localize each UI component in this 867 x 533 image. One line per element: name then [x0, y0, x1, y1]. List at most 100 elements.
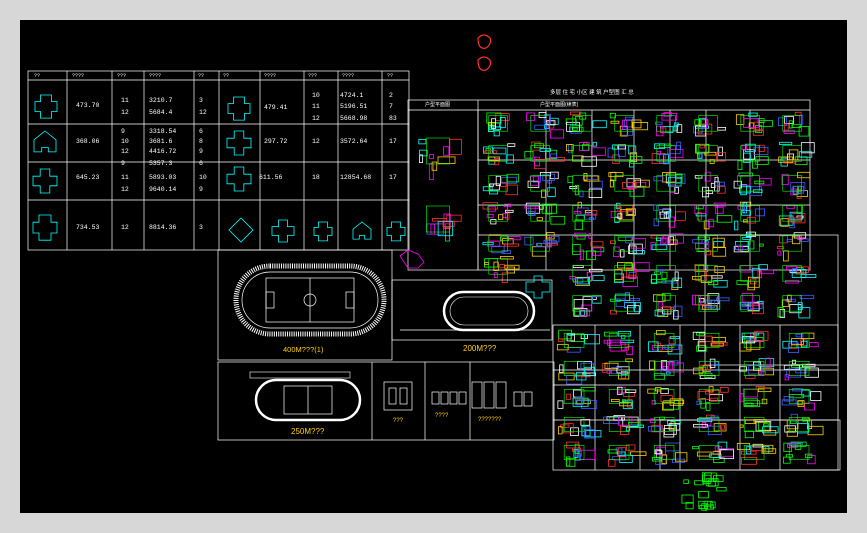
floor-plan-room	[694, 243, 709, 250]
row1-right-level: 12	[312, 115, 320, 122]
floor-plan-room	[585, 430, 602, 438]
floor-plan-room	[622, 276, 638, 287]
row1-left-count: 12	[199, 109, 207, 116]
floor-plan-room	[696, 345, 707, 352]
cad-model-space[interactable]: ?????????????????????????????? 473.70 11…	[20, 20, 847, 513]
floor-plan-room	[426, 223, 444, 235]
floor-plan-room	[705, 249, 711, 256]
floor-plan-room	[699, 118, 706, 128]
floor-plan-wall	[608, 416, 630, 432]
track-250-frame	[217, 361, 555, 441]
site-plan-block	[709, 501, 716, 509]
floor-plan-room	[807, 425, 824, 436]
floor-plan-wall	[530, 145, 550, 162]
floor-plan-room	[752, 443, 764, 448]
row3-left-level: 12	[121, 186, 129, 193]
floor-plan-room	[590, 241, 604, 247]
floor-plan-room	[584, 333, 600, 345]
row3-left-count: 9	[199, 186, 203, 193]
floor-plan-room	[781, 173, 789, 185]
floor-plan-room	[630, 155, 643, 164]
floor-plan-room	[733, 180, 742, 189]
floor-plan-room	[495, 175, 501, 187]
floor-plan-room	[549, 117, 559, 125]
floor-plan-wall	[698, 175, 718, 192]
floor-plan-room	[742, 303, 752, 308]
floor-plan-room	[804, 453, 813, 458]
floor-plan-room	[673, 125, 679, 132]
floor-plan-room	[662, 292, 671, 301]
floor-plan-room	[495, 113, 510, 121]
floor-plan-room	[498, 214, 504, 220]
drawing-linework	[27, 34, 841, 511]
row3-right-total: 12854.68	[340, 174, 372, 181]
building-footprint-outline	[227, 96, 251, 121]
floor-plan-room	[709, 159, 715, 164]
row3-left-count: 6	[199, 160, 203, 167]
floor-plan-room	[622, 182, 637, 189]
floor-plan-room	[626, 346, 634, 355]
court-small	[523, 391, 533, 407]
floor-plan-wall	[653, 388, 675, 404]
floor-plan-room	[574, 219, 584, 231]
floor-plan-room	[708, 219, 715, 228]
floor-plan-room	[744, 430, 754, 439]
floor-plan-room	[614, 217, 620, 223]
floor-plan-room	[650, 242, 656, 251]
row2-left-total: 3318.54	[149, 128, 177, 135]
floor-plan-room	[714, 361, 719, 365]
floor-plan-room	[745, 446, 752, 455]
floor-plan-room	[662, 401, 674, 411]
floor-plan-room	[734, 220, 739, 231]
row1-left-total: 5684.4	[149, 109, 173, 116]
floor-plan-room	[653, 218, 659, 227]
floor-plan-room	[491, 246, 505, 254]
floor-plan-room	[499, 116, 506, 129]
floor-plan-room	[632, 250, 645, 255]
floor-plan-room	[437, 221, 454, 237]
floor-plan-room	[632, 122, 649, 131]
floor-plan-room	[786, 265, 798, 270]
floor-plan-wall	[608, 360, 630, 376]
pitch-center-circle	[303, 293, 317, 307]
floor-plan-room	[524, 236, 534, 246]
floor-plan-room	[761, 444, 774, 452]
floor-plan-room	[777, 250, 782, 256]
floor-plan-room	[797, 400, 803, 406]
floor-plan-wall	[788, 360, 810, 376]
floor-plan-room	[736, 280, 750, 285]
floor-plan-room	[573, 278, 584, 283]
row3-right-level: 18	[312, 174, 320, 181]
floor-plan-wall	[572, 145, 592, 162]
floor-plan-room	[580, 362, 594, 371]
floor-plan-room	[584, 429, 595, 439]
floor-plan-room	[779, 235, 788, 244]
floor-plan-wall	[614, 115, 634, 132]
building-footprint-outline	[33, 130, 57, 153]
floor-plan-room	[716, 215, 733, 223]
floor-plan-room	[790, 413, 798, 422]
floor-plan-room	[651, 153, 666, 164]
floor-plan-room	[796, 204, 803, 214]
floor-plan-room	[794, 111, 802, 116]
floor-plan-wall	[488, 175, 508, 192]
floor-plan-room	[741, 144, 748, 150]
floor-plan-room	[668, 233, 684, 244]
floor-plan-room	[704, 151, 717, 156]
landscape-icon	[399, 249, 425, 269]
floor-plan-room	[445, 226, 451, 242]
floor-plan-room	[761, 448, 777, 454]
floor-plan-room	[634, 179, 650, 188]
site-plan-block	[698, 491, 709, 499]
floor-plan-room	[506, 173, 519, 183]
floor-plan-room	[777, 307, 784, 318]
floor-plan-room	[547, 187, 556, 197]
floor-plan-room	[565, 118, 577, 126]
floor-plan-room	[615, 298, 626, 307]
floor-plan-room	[566, 347, 581, 353]
floor-plan-room	[541, 189, 546, 198]
floor-plan-room	[592, 120, 607, 129]
floor-plan-wall	[740, 265, 760, 282]
floor-plan-room	[692, 367, 704, 375]
floor-plan-room	[786, 205, 796, 209]
